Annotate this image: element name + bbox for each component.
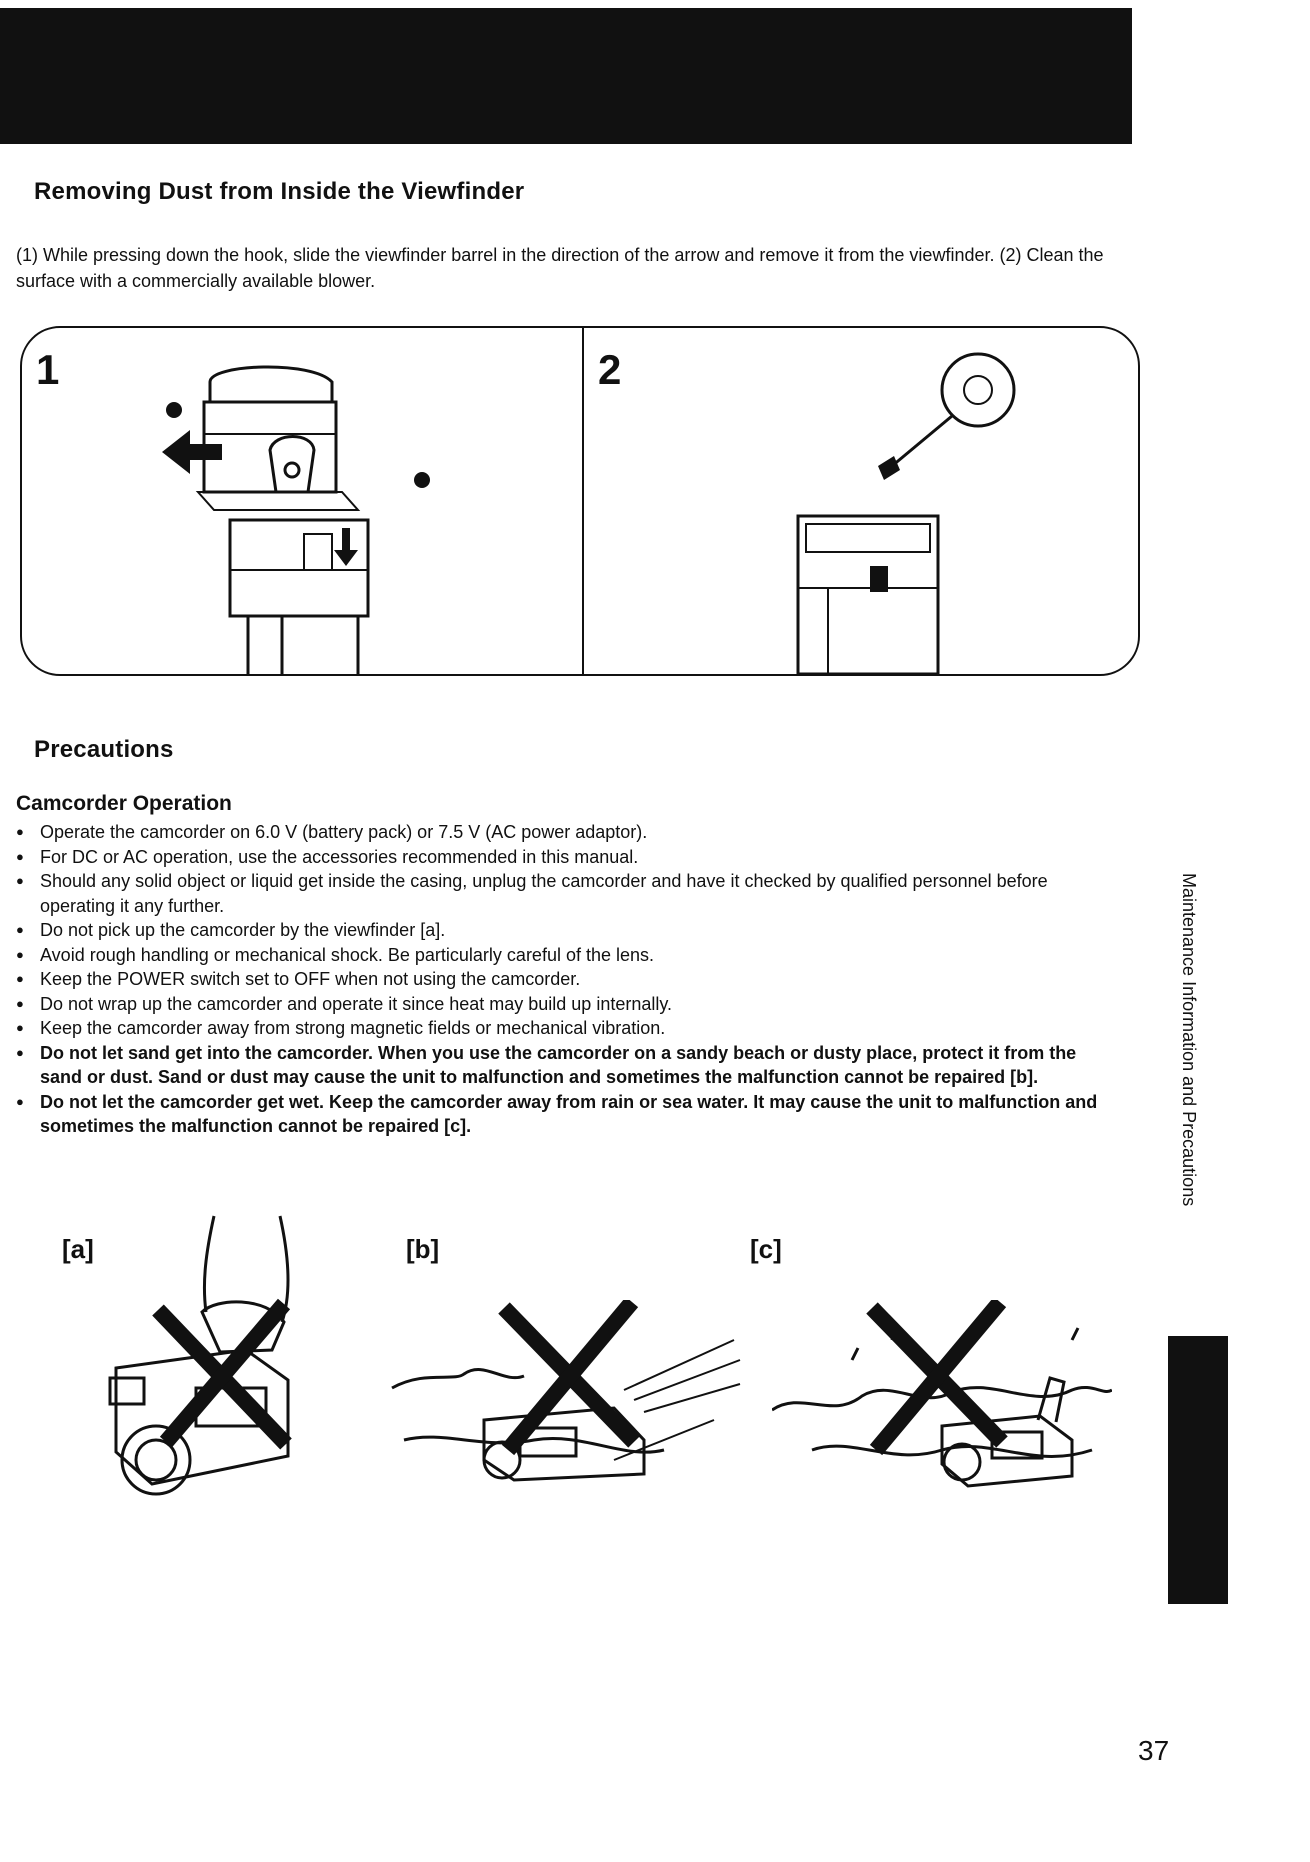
- step-number-1: 1: [36, 346, 60, 393]
- chapter-side-label-text: Maintenance Information and Precautions: [1179, 873, 1199, 1207]
- list-item: Do not let sand get into the camcorder. …: [16, 1041, 1116, 1090]
- camcorder-in-sand-illustration: [391, 1300, 741, 1482]
- blower-cleaning-illustration: [796, 352, 1016, 674]
- camcorder-operation-heading: Camcorder Operation: [16, 792, 232, 815]
- list-item: Keep the POWER switch set to OFF when no…: [16, 967, 1116, 992]
- list-item: Do not wrap up the camcorder and operate…: [16, 992, 1116, 1017]
- list-item: Do not let the camcorder get wet. Keep t…: [16, 1090, 1116, 1139]
- viewfinder-removal-illustration: [162, 365, 430, 674]
- list-item: Avoid rough handling or mechanical shock…: [16, 943, 1116, 968]
- list-item: Keep the camcorder away from strong magn…: [16, 1016, 1116, 1041]
- steps-panel: 1 2: [20, 326, 1140, 676]
- list-item: For DC or AC operation, use the accessor…: [16, 845, 1116, 870]
- list-item: Should any solid object or liquid get in…: [16, 869, 1116, 918]
- list-item: Do not pick up the camcorder by the view…: [16, 918, 1116, 943]
- chapter-side-label: Maintenance Information and Precautions: [1176, 873, 1202, 1303]
- precautions-list: Operate the camcorder on 6.0 V (battery …: [16, 820, 1116, 1139]
- section-title-precautions: Precautions: [34, 736, 174, 763]
- figure-label-c: [c]: [750, 1234, 782, 1264]
- section-title-dust: Removing Dust from Inside the Viewfinder: [34, 178, 525, 205]
- step-number-2: 2: [598, 346, 622, 393]
- figure-label-b: [b]: [406, 1234, 440, 1264]
- camcorder-lifted-by-viewfinder-illustration: [108, 1215, 292, 1496]
- header-bar: [0, 8, 1132, 144]
- page-number: 37: [1138, 1735, 1170, 1766]
- figure-label-a: [a]: [62, 1234, 94, 1264]
- camcorder-in-water-illustration: [772, 1300, 1112, 1488]
- list-item: Operate the camcorder on 6.0 V (battery …: [16, 820, 1116, 845]
- chapter-tab: [1168, 1336, 1228, 1604]
- step-divider: [582, 328, 584, 674]
- dust-intro-text: (1) While pressing down the hook, slide …: [16, 245, 1104, 291]
